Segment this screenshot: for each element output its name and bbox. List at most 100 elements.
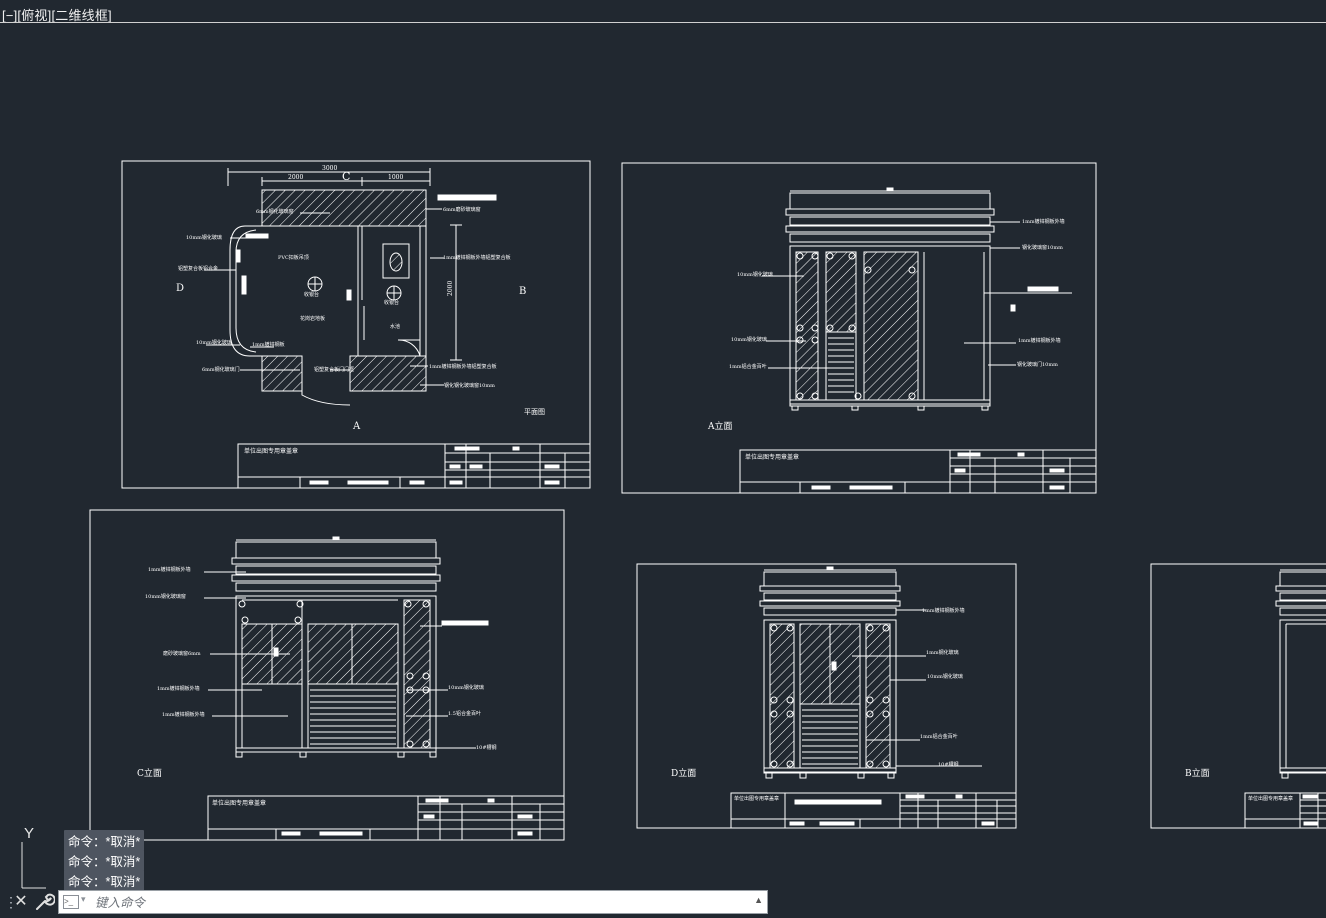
plan-side-right: B (519, 286, 526, 297)
svg-text:1mm镀锌钢板外墙铝塑复合板: 1mm镀锌钢板外墙铝塑复合板 (429, 363, 497, 370)
elev-c-notes: 1mm镀锌钢板外墙 10mm钢化玻璃窗 磨砂玻璃窗6mm 1mm镀锌钢板外墙 1… (145, 566, 497, 751)
elev-c-marker-small (273, 647, 279, 657)
drawing-canvas[interactable]: 单位出图专用章盖章 3000 2000 1000 2000 C (0, 0, 1326, 890)
elev-a-stamp-label: 单位出图专用章盖章 (745, 453, 799, 461)
plan-dimensions (227, 168, 462, 361)
svg-text:6mm钢化玻璃门: 6mm钢化玻璃门 (202, 366, 240, 373)
sheet-plan[interactable]: 单位出图专用章盖章 3000 2000 1000 2000 C (121, 160, 591, 489)
plan-dim-right: 1000 (388, 174, 403, 181)
close-icon[interactable]: ✕ (14, 893, 28, 910)
elev-c-marker (441, 620, 489, 626)
chevron-down-icon[interactable]: ▾ (81, 894, 86, 904)
svg-text:铝塑复合板门门框: 铝塑复合板门门框 (314, 366, 354, 373)
elev-d-caption: D立面 (671, 767, 696, 779)
plan-notes: 6mm钢化玻璃窗 10mm钢化玻璃 铝塑复合板铝合金 10mm钢化玻璃 6mm钢… (178, 206, 511, 389)
elev-d-louvres (802, 709, 858, 765)
plan-title: 平面图 (524, 408, 545, 416)
elev-d-stamp-label: 单位出图专用章盖章 (734, 795, 779, 802)
plan-side-left: D (176, 283, 184, 294)
elev-a-notes: 1mm镀锌钢板外墙 钢化玻璃窗10mm 10mm钢化玻璃 10mm钢化玻璃 1m… (729, 218, 1065, 370)
sheet-elev-a[interactable]: 单位出图专用章盖章 (621, 162, 1097, 494)
elev-b-structure (1275, 569, 1326, 779)
svg-text:钢化玻璃门10mm: 钢化玻璃门10mm (1017, 361, 1058, 368)
sheet-elev-b-frame (1150, 563, 1326, 829)
viewport-controls-label[interactable]: [−][俯视][二维线框] (2, 8, 112, 23)
sheet-elev-c[interactable]: 单位出图专用章盖章 (89, 509, 565, 841)
command-history-line-2: 命令：*取消* (64, 850, 145, 871)
elev-b-title-block (1244, 792, 1326, 829)
svg-text:10mm钢化玻璃: 10mm钢化玻璃 (186, 234, 222, 241)
plan-stamp-label: 单位出图专用章盖章 (244, 447, 298, 455)
elev-c-caption: C立面 (137, 767, 162, 779)
plan-dim-left: 2000 (288, 174, 303, 181)
ucs-icon: Y (21, 825, 46, 889)
svg-text:1.5铝合金百叶: 1.5铝合金百叶 (448, 710, 481, 717)
plan-title-block (237, 443, 591, 489)
wrench-icon[interactable] (33, 891, 56, 913)
sheet-elev-b[interactable]: 单位出图专用章盖章 B立面 (1150, 563, 1326, 829)
command-input-container: >_ ▾ ▲ (58, 890, 768, 914)
svg-text:钢化玻璃窗10mm: 钢化玻璃窗10mm (1022, 244, 1063, 251)
svg-text:磨砂玻璃窗6mm: 磨砂玻璃窗6mm (163, 650, 201, 657)
elev-d-bolts (770, 624, 890, 768)
command-history-line-1: 命令：*取消* (64, 830, 145, 851)
command-input[interactable] (93, 892, 737, 914)
elev-b-caption: B立面 (1185, 767, 1210, 779)
plan-dim-total: 3000 (322, 165, 337, 172)
elev-a-bolts (796, 252, 916, 400)
elev-a-caption: A立面 (707, 420, 733, 432)
command-line-bar: ⋮ ✕ >_ ▾ ▲ (0, 889, 768, 915)
elev-c-stamp-label: 单位出图专用章盖章 (212, 799, 266, 807)
svg-text:10mm钢化玻璃: 10mm钢化玻璃 (448, 684, 484, 691)
svg-text:10#槽钢: 10#槽钢 (476, 744, 497, 751)
svg-text:收银台: 收银台 (304, 291, 319, 298)
svg-text:10mm钢化玻璃窗: 10mm钢化玻璃窗 (145, 593, 186, 600)
svg-text:10mm钢化玻璃: 10mm钢化玻璃 (927, 673, 963, 680)
elev-a-structure (785, 187, 995, 411)
elev-d-title-block (730, 792, 1017, 829)
command-prompt-icon[interactable]: >_ (63, 895, 79, 909)
plan-dim-vertical: 2000 (447, 281, 454, 296)
svg-text:1mm镀锌钢板外墙: 1mm镀锌钢板外墙 (148, 566, 191, 573)
elev-a-marker (1027, 286, 1059, 292)
svg-text:收银台: 收银台 (384, 299, 399, 306)
svg-text:6mm钢化玻璃窗: 6mm钢化玻璃窗 (256, 208, 294, 215)
viewport-top-border (0, 22, 1326, 23)
svg-text:1mm铝合金百叶: 1mm铝合金百叶 (729, 363, 767, 370)
plan-section-label: A (352, 421, 361, 432)
ucs-y-label: Y (24, 825, 34, 842)
elev-a-title-block (739, 449, 1097, 494)
elev-a-louvres (828, 337, 854, 393)
svg-text:10mm钢化玻璃: 10mm钢化玻璃 (737, 271, 773, 278)
svg-text:6mm磨砂玻璃窗: 6mm磨砂玻璃窗 (443, 206, 481, 213)
svg-text:1mm镀锌钢板外墙: 1mm镀锌钢板外墙 (1018, 337, 1061, 344)
plan-fixtures (235, 194, 497, 340)
elev-d-notes: 1mm镀锌钢板外墙 1mm钢化玻璃 10mm钢化玻璃 1mm铝合金百叶 10#槽… (920, 607, 965, 768)
svg-text:铝塑复合板铝合金: 铝塑复合板铝合金 (178, 265, 218, 272)
elev-c-louvres (310, 689, 396, 745)
svg-text:1mm镀锌钢板外墙铝塑复合板: 1mm镀锌钢板外墙铝塑复合板 (443, 254, 511, 261)
sheet-elev-d[interactable]: 单位出图专用章盖章 (636, 563, 1017, 829)
drag-handle-icon[interactable]: ⋮ (4, 894, 18, 910)
svg-text:10mm钢化玻璃: 10mm钢化玻璃 (196, 339, 232, 346)
svg-text:1mm镀锌钢板外墙: 1mm镀锌钢板外墙 (922, 607, 965, 614)
svg-text:10mm钢化玻璃: 10mm钢化玻璃 (731, 336, 767, 343)
elev-d-marker-small (831, 661, 837, 671)
svg-text:1mm镀锌钢板外墙: 1mm镀锌钢板外墙 (1022, 218, 1065, 225)
svg-text:1mm镀锌钢板: 1mm镀锌钢板 (252, 341, 285, 348)
svg-text:1mm钢化玻璃: 1mm钢化玻璃 (926, 649, 959, 656)
elev-c-leaders (204, 571, 476, 749)
elev-a-leaders (762, 221, 1072, 369)
elev-c-structure (231, 536, 441, 758)
elev-c-title-block (207, 795, 565, 841)
elev-d-structure (759, 566, 901, 779)
svg-text:钢化钢化玻璃窗10mm: 钢化钢化玻璃窗10mm (444, 382, 495, 389)
plan-leaders (204, 208, 444, 386)
svg-text:花岗岩地板: 花岗岩地板 (300, 315, 325, 322)
command-history-line-3: 命令：*取消* (64, 870, 145, 891)
svg-text:1mm镀锌钢板外墙: 1mm镀锌钢板外墙 (162, 711, 205, 718)
svg-text:10#槽钢: 10#槽钢 (938, 761, 959, 768)
plan-walls (229, 189, 427, 406)
chevron-up-icon[interactable]: ▲ (754, 895, 763, 905)
svg-text:1mm铝合金百叶: 1mm铝合金百叶 (920, 733, 958, 740)
